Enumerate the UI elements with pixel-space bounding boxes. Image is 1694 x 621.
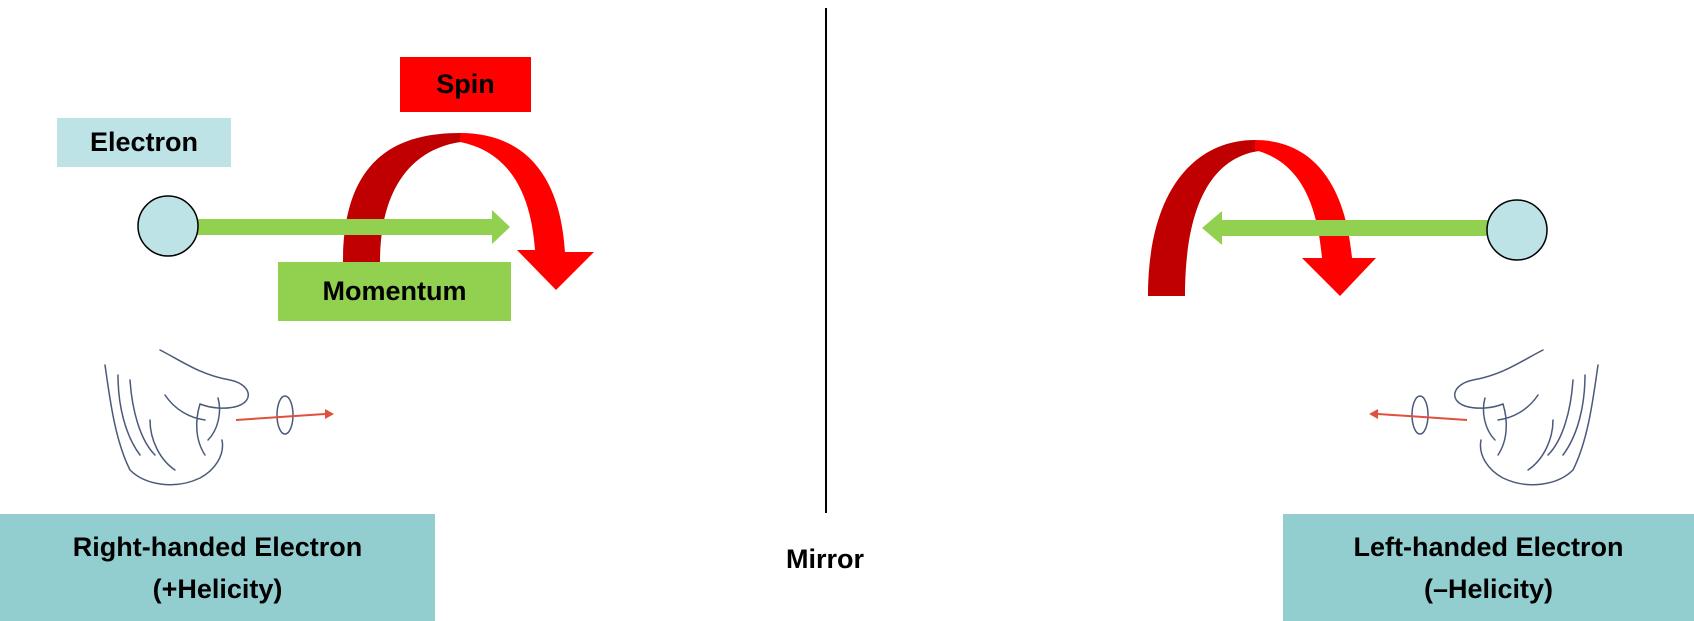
left-handed-caption-line2: (–Helicity) bbox=[1424, 568, 1553, 610]
left-handed-caption: Left-handed Electron (–Helicity) bbox=[1283, 514, 1694, 621]
electron-label: Electron bbox=[57, 118, 231, 167]
mirror-label: Mirror bbox=[770, 541, 880, 577]
left-handed-caption-line1: Left-handed Electron bbox=[1353, 526, 1623, 568]
left-hand-direction-arrow-icon bbox=[1369, 409, 1467, 420]
right-hand-direction-arrow-icon bbox=[236, 409, 334, 420]
right-handed-caption-line2: (+Helicity) bbox=[153, 568, 283, 610]
spin-label: Spin bbox=[400, 57, 531, 112]
right-handed-caption: Right-handed Electron (+Helicity) bbox=[0, 514, 435, 621]
left-handed-electron-sphere-icon bbox=[1487, 200, 1547, 260]
right-handed-electron-sphere-icon bbox=[138, 196, 198, 256]
left-handed-spin-arrow-icon bbox=[1148, 140, 1376, 296]
right-handed-caption-line1: Right-handed Electron bbox=[73, 526, 363, 568]
momentum-label: Momentum bbox=[278, 262, 511, 321]
